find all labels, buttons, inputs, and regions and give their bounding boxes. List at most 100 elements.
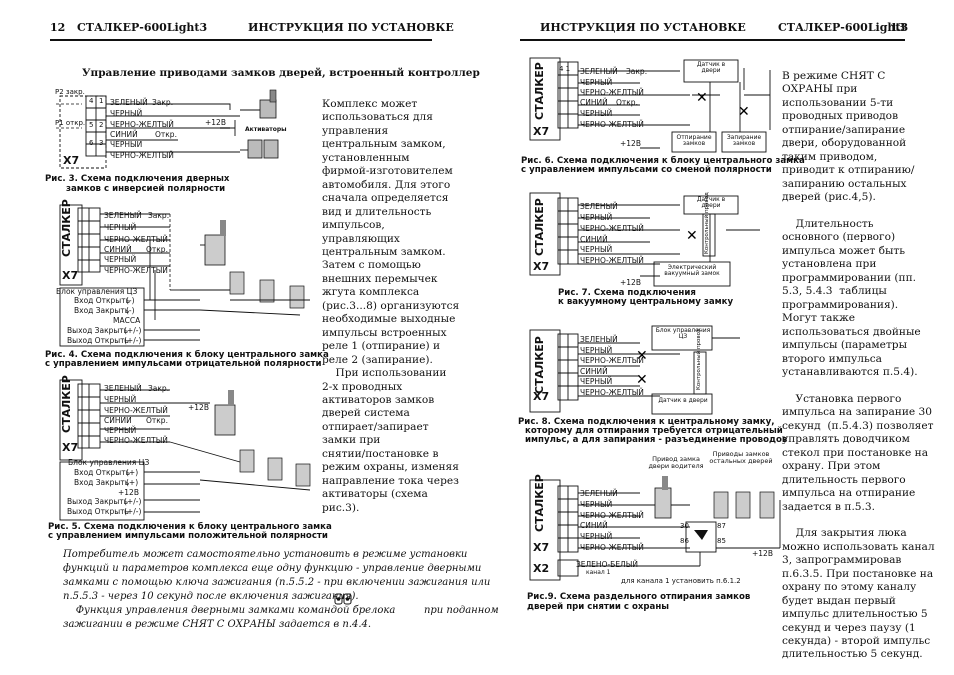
fig9-black2: ЧЕРНЫЙ — [580, 532, 613, 541]
relay-85: 85 — [717, 537, 726, 545]
fig8-caption-1: Рис. 8. Схема подключения к центральному… — [518, 417, 775, 427]
fig4-in-open: Вход Открыть — [74, 296, 131, 305]
fig5-blue: СИНИЙ — [104, 416, 132, 425]
fig5-close: Закр. — [148, 384, 170, 393]
fig8-black-yellow: ЧЕРНО-ЖЕЛТЫЙ — [580, 356, 644, 365]
fig5-caption-2: с управлением импульсами положительной п… — [48, 531, 328, 541]
brand-fig9: СТАЛКЕР — [533, 474, 546, 532]
left-column-text: Комплекс может использоваться для управл… — [322, 98, 460, 514]
right-header-title: ИНСТРУКЦИЯ ПО УСТАНОВКЕ — [540, 21, 746, 34]
pin4: 4 — [89, 97, 94, 105]
fig4-caption-2: с управлением импульсами отрицательной п… — [45, 359, 322, 369]
fig6-blue: СИНИЙ — [580, 98, 608, 107]
fig5-cz-block: Блок управления ЦЗ — [68, 458, 150, 467]
left-model-name: СТАЛКЕР-600Light3 — [77, 21, 208, 34]
fig5-green: ЗЕЛЕНЫЙ — [104, 384, 142, 393]
fig5-black2: ЧЕРНЫЙ — [104, 426, 137, 435]
fig4-out-open-pol: (+/-) — [124, 336, 142, 345]
fig3-caption-2: замков с инверсией полярности — [66, 184, 226, 194]
fig8-caption-2: которому для отпирания требуется отрицат… — [525, 426, 783, 436]
fig9-blue: СИНИЙ — [580, 521, 608, 530]
fig6-diagram: ✕ ✕ — [529, 57, 771, 153]
x7-connector-fig4: X7 — [62, 269, 79, 282]
pin6: 6 — [89, 139, 94, 147]
fig4-open: Откр. — [146, 245, 168, 254]
fig8-green: ЗЕЛЕНЫЙ — [580, 335, 618, 344]
fig9-plus12: +12В — [752, 549, 773, 558]
svg-text:✕: ✕ — [636, 372, 648, 388]
fig6-black-yellow2: ЧЕРНО-ЖЕЛТЫЙ — [580, 120, 644, 129]
brand-fig5: СТАЛКЕР — [60, 375, 73, 433]
fig6-green: ЗЕЛЕНЫЙ — [580, 67, 618, 76]
fig8-door-sensor: Датчик в двери — [658, 397, 708, 404]
fig4-out-close: Выход Закрыть — [67, 326, 129, 335]
fig7-plus12: +12В — [620, 278, 641, 287]
fig6-unlock: Отпирание замков — [676, 134, 712, 148]
fig4-black-yellow2: ЧЕРНО-ЖЕЛТЫЙ — [104, 266, 168, 275]
wire-close-label: Закр. — [152, 98, 174, 107]
x7-connector-fig3: X7 — [63, 154, 80, 167]
fig7-control-wire: Контрольный провод — [704, 192, 710, 254]
x7-connector-fig8: X7 — [533, 390, 550, 403]
svg-text:✕: ✕ — [738, 104, 750, 120]
svg-text:✕: ✕ — [696, 90, 708, 106]
fig6-open: Откр. — [616, 98, 638, 107]
fig4-caption-1: Рис. 4. Схема подключения к блоку центра… — [45, 350, 329, 360]
fig9-channel1: канал 1 — [586, 569, 611, 576]
fig8-control-wire: Контрольный провод — [696, 328, 702, 390]
fig7-blue: СИНИЙ — [580, 235, 608, 244]
wire-blue-label: СИНИЙ — [110, 130, 138, 139]
fig6-caption-1: Рис. 6. Схема подключения к блоку центра… — [521, 156, 805, 166]
relay-87: 87 — [717, 522, 726, 530]
fig9-green: ЗЕЛЕНЫЙ — [580, 489, 618, 498]
fig9-other-locks: Приводы замков остальных дверей — [709, 450, 773, 465]
fig8-black2: ЧЕРНЫЙ — [580, 377, 613, 386]
fig4-cz-block: Блок управления ЦЗ — [56, 287, 138, 296]
left-header-title: ИНСТРУКЦИЯ ПО УСТАНОВКЕ — [248, 21, 454, 34]
fig7-black-yellow2: ЧЕРНО-ЖЕЛТЫЙ — [580, 256, 644, 265]
fig7-black-yellow: ЧЕРНО-ЖЕЛТЫЙ — [580, 224, 644, 233]
fig5-in-close-pol: (+) — [126, 478, 139, 487]
right-column-text: В режиме СНЯТ С ОХРАНЫ при использовании… — [782, 70, 935, 661]
fig5-out-close-pol: (+/-) — [124, 497, 142, 506]
fig6-plus12: +12В — [620, 139, 641, 148]
fig5-black-yellow2: ЧЕРНО-ЖЕЛТЫЙ — [104, 436, 168, 445]
svg-text:✕: ✕ — [636, 348, 648, 364]
fig5-black: ЧЕРНЫЙ — [104, 395, 137, 404]
x2-connector-fig9: X2 — [533, 562, 550, 575]
pin2: 2 — [99, 121, 104, 129]
x7-connector-fig5: X7 — [62, 441, 79, 454]
fig6-close: Закр. — [626, 67, 648, 76]
fig7-green: ЗЕЛЕНЫЙ — [580, 202, 618, 211]
fig5-in-open-pol: (+) — [126, 468, 139, 477]
fig7-caption-1: Рис. 7. Схема подключения — [558, 288, 696, 298]
fig6-black-yellow: ЧЕРНО-ЖЕЛТЫЙ — [580, 88, 644, 97]
fig6-black2: ЧЕРНЫЙ — [580, 109, 613, 118]
brand-fig7: СТАЛКЕР — [533, 198, 546, 256]
fig5-out-open-pol: (+/-) — [124, 507, 142, 516]
fig9-caption-2: дверей при снятии с охраны — [527, 602, 670, 612]
fig6-caption-2: с управлением импульсами со сменой поляр… — [521, 165, 772, 175]
pin1: 1 — [99, 97, 104, 105]
fig4-in-close-pol: (-) — [126, 306, 135, 315]
fig4-out-close-pol: (+/-) — [124, 326, 142, 335]
fig7-black2: ЧЕРНЫЙ — [580, 245, 613, 254]
fig8-black: ЧЕРНЫЙ — [580, 346, 613, 355]
key-fob-icon — [334, 593, 352, 605]
brand-fig6: СТАЛКЕР — [533, 62, 546, 120]
fig4-black: ЧЕРНЫЙ — [104, 223, 137, 232]
fig8-cz-block: Блок управления ЦЗ — [655, 327, 711, 341]
fig5-caption-1: Рис. 5. Схема подключения к блоку центра… — [48, 522, 332, 532]
fig7-caption-2: к вакуумному центральному замку — [558, 297, 734, 307]
fig9-black: ЧЕРНЫЙ — [580, 500, 613, 509]
fig9-black-yellow2: ЧЕРНО-ЖЕЛТЫЙ — [580, 543, 644, 552]
fig6-pins: 4 1 — [559, 65, 571, 73]
fig4-diagram — [59, 204, 310, 347]
fig3-diagram — [56, 89, 279, 169]
fig5-diagram — [59, 379, 311, 521]
fig5-black-yellow: ЧЕРНО-ЖЕЛТЫЙ — [104, 406, 168, 415]
fig4-mass: МАССА — [113, 316, 141, 325]
fig4-black2: ЧЕРНЫЙ — [104, 255, 137, 264]
fig7-vacuum: Электрический вакуумный замок — [664, 264, 720, 278]
x7-connector-fig7: X7 — [533, 260, 550, 273]
